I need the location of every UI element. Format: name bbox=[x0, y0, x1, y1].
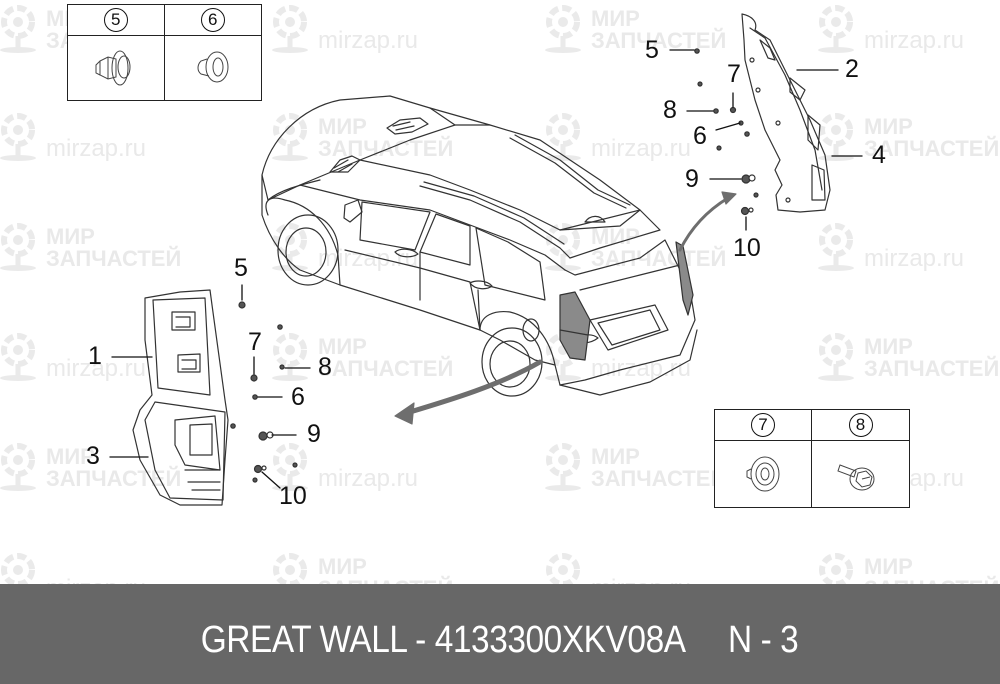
callout-2: 2 bbox=[845, 55, 859, 83]
callout-9: 9 bbox=[307, 420, 321, 448]
legend-header-cell: 7 bbox=[715, 410, 812, 441]
flange-bolt-icon bbox=[836, 464, 874, 491]
callout-8: 8 bbox=[318, 353, 332, 381]
right-fasteners bbox=[694, 48, 759, 216]
left-tail-lamp-assembly bbox=[132, 289, 229, 506]
callout-7: 7 bbox=[727, 60, 741, 88]
fastener-legend-7-8: 7 8 bbox=[714, 409, 910, 508]
right-tail-lamp-assembly bbox=[741, 13, 831, 213]
fastener-legend-5-6: 5 6 bbox=[67, 4, 262, 101]
parts-diagram bbox=[109, 13, 863, 506]
left-fasteners bbox=[230, 301, 298, 483]
washer-grommet-icon bbox=[746, 456, 780, 492]
tail-light-right-highlight bbox=[675, 241, 694, 316]
arrow-to-right-assembly bbox=[678, 196, 730, 252]
right-leader-lines bbox=[669, 49, 863, 231]
legend-number-7: 7 bbox=[751, 413, 775, 437]
legend-header-cell: 5 bbox=[68, 5, 165, 36]
legend-number-8: 8 bbox=[848, 413, 873, 437]
legend-number-5: 5 bbox=[103, 8, 128, 32]
legend-header-cell: 6 bbox=[164, 5, 261, 36]
legend-image-cell bbox=[715, 441, 812, 507]
callout-5: 5 bbox=[645, 36, 659, 64]
part-info-text: GREAT WALL - 4133300XKV08A N - 3 bbox=[201, 618, 799, 661]
legend-header-cell: 8 bbox=[812, 410, 909, 441]
callout-6: 6 bbox=[291, 383, 305, 411]
callout-5: 5 bbox=[234, 254, 248, 282]
legend-image-cell bbox=[165, 36, 262, 100]
callout-1: 1 bbox=[88, 342, 102, 370]
callout-10: 10 bbox=[279, 482, 307, 510]
callout-7: 7 bbox=[248, 328, 262, 356]
clip-nut-icon bbox=[95, 50, 131, 86]
vehicle-illustration bbox=[261, 95, 698, 397]
callout-9: 9 bbox=[685, 165, 699, 193]
grommet-icon bbox=[197, 51, 229, 83]
callout-6: 6 bbox=[693, 122, 707, 150]
part-info-banner: GREAT WALL - 4133300XKV08A N - 3 bbox=[0, 584, 1000, 684]
legend-number-6: 6 bbox=[200, 8, 225, 32]
callout-10: 10 bbox=[733, 234, 761, 262]
left-leader-lines bbox=[109, 284, 311, 489]
callout-4: 4 bbox=[872, 141, 886, 169]
tail-light-left-highlight bbox=[559, 291, 591, 361]
callout-8: 8 bbox=[663, 96, 677, 124]
legend-image-cell bbox=[68, 36, 165, 100]
callout-3: 3 bbox=[86, 442, 100, 470]
legend-image-cell bbox=[812, 441, 909, 507]
arrow-to-left-assembly bbox=[407, 359, 543, 415]
